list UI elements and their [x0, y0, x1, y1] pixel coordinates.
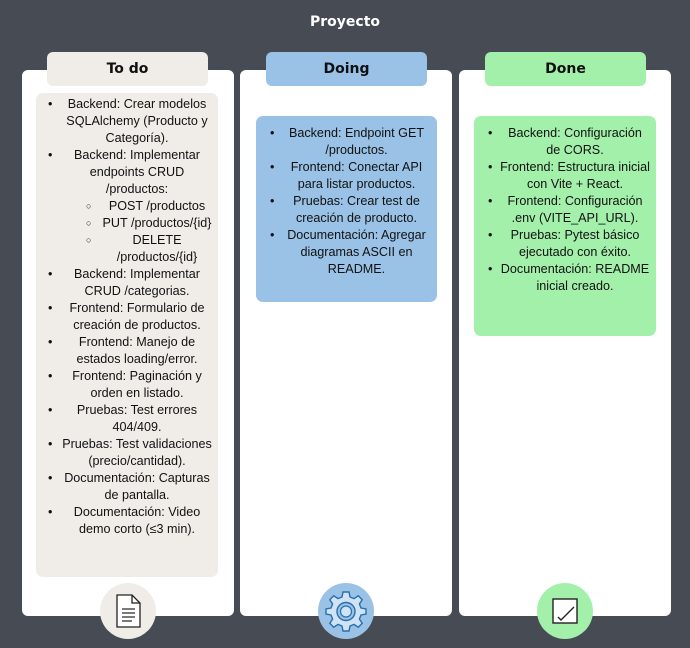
list-item: Frontend: Formulario de creación de prod…: [38, 300, 214, 334]
list-item: Documentación: README inicial creado.: [478, 261, 650, 295]
list-item: Backend: Endpoint GET /productos.: [260, 125, 431, 159]
sub-list-item: DELETE /productos/{id}: [60, 232, 214, 266]
list-item: Pruebas: Crear test de creación de produ…: [260, 193, 431, 227]
list-item-text: Backend: Implementar endpoints CRUD /pro…: [74, 148, 200, 196]
sub-list-item: POST /productos: [60, 198, 214, 215]
list-item: Documentación: Video demo corto (≤3 min)…: [38, 504, 214, 538]
list-item: Pruebas: Pytest básico ejecutado con éxi…: [478, 227, 650, 261]
column-header-doing: Doing: [266, 52, 427, 86]
list-item: Frontend: Paginación y orden en listado.: [38, 368, 214, 402]
list-item: Documentación: Agregar diagramas ASCII e…: [260, 227, 431, 278]
list-item: Backend: Configuración de CORS.: [478, 125, 650, 159]
document-icon: [116, 594, 141, 628]
todo-list: Backend: Crear modelos SQLAlchemy (Produ…: [38, 96, 214, 538]
list-item: Backend: Crear modelos SQLAlchemy (Produ…: [38, 96, 214, 147]
list-item: Frontend: Configuración .env (VITE_API_U…: [478, 193, 650, 227]
sub-list: POST /productos PUT /productos/{id} DELE…: [60, 198, 214, 266]
done-card: Backend: Configuración de CORS. Frontend…: [474, 116, 656, 336]
document-icon-badge: [100, 583, 156, 639]
list-item: Pruebas: Test errores 404/409.: [38, 402, 214, 436]
list-item: Frontend: Estructura inicial con Vite + …: [478, 159, 650, 193]
board-title: Proyecto: [309, 14, 380, 30]
todo-card: Backend: Crear modelos SQLAlchemy (Produ…: [36, 93, 218, 577]
list-item: Frontend: Manejo de estados loading/erro…: [38, 334, 214, 368]
list-item: Backend: Implementar CRUD /categorias.: [38, 266, 214, 300]
gear-icon: [325, 591, 367, 632]
done-list: Backend: Configuración de CORS. Frontend…: [478, 125, 650, 295]
column-header-todo: To do: [47, 52, 208, 86]
gear-icon-badge: [318, 583, 374, 639]
doing-list: Backend: Endpoint GET /productos. Fronte…: [260, 125, 431, 278]
column-header-done: Done: [485, 52, 646, 86]
sub-list-item: PUT /productos/{id}: [60, 215, 214, 232]
list-item: Pruebas: Test validaciones (precio/canti…: [38, 436, 214, 470]
checkbox-icon-badge: [537, 583, 593, 639]
list-item: Frontend: Conectar API para listar produ…: [260, 159, 431, 193]
doing-card: Backend: Endpoint GET /productos. Fronte…: [256, 116, 437, 302]
list-item: Documentación: Capturas de pantalla.: [38, 470, 214, 504]
list-item: Backend: Implementar endpoints CRUD /pro…: [38, 147, 214, 266]
checkbox-icon: [552, 598, 578, 624]
